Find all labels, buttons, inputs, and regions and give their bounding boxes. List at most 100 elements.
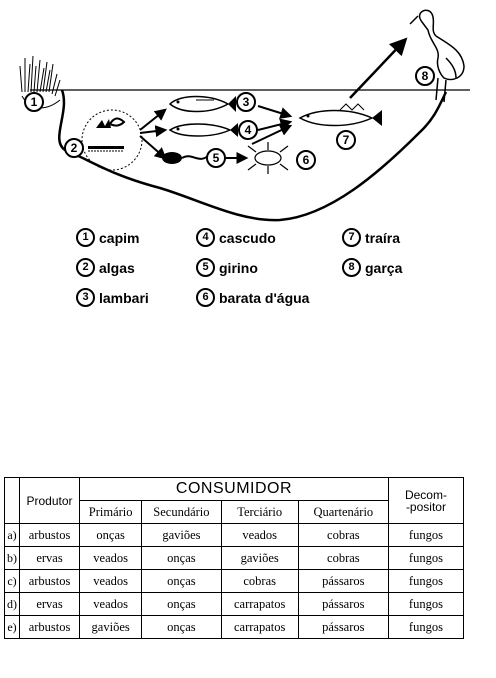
consumer-level-primary: Primário <box>79 500 143 524</box>
water-bug-icon <box>247 142 289 174</box>
svg-text:7: 7 <box>343 133 350 147</box>
table-cell: arbustos <box>18 569 81 593</box>
table-cell: onças <box>141 546 222 570</box>
svg-text:8: 8 <box>422 69 429 83</box>
lambari-fish-icon <box>168 95 236 113</box>
decomposer-header-line2: -positor <box>405 499 446 514</box>
legend-label: traíra <box>365 229 401 246</box>
legend-label: barata d'água <box>219 289 310 306</box>
table-cell: fungos <box>387 615 465 639</box>
svg-text:1: 1 <box>31 95 38 109</box>
table-cell: onças <box>141 569 222 593</box>
marker-2: 2 <box>64 138 84 158</box>
marker-8: 8 <box>415 66 435 86</box>
legend-item-1: 1 capim <box>76 228 139 247</box>
legend-number: 4 <box>196 228 215 247</box>
table-cell: cobras <box>220 569 299 593</box>
illustration-number-markers: 1 2 3 4 5 6 7 8 <box>24 66 435 170</box>
legend-number: 5 <box>196 258 215 277</box>
marker-7: 7 <box>336 130 356 150</box>
table-cell: gaviões <box>141 523 222 547</box>
legend-label: cascudo <box>219 229 276 246</box>
legend-item-6: 6 barata d'água <box>196 288 309 307</box>
food-chain-options-table: Produtor CONSUMIDOR Decom- -positor Prim… <box>4 477 465 639</box>
option-letter: b) <box>4 546 20 570</box>
table-cell: arbustos <box>18 523 81 547</box>
option-letter: a) <box>4 523 20 547</box>
consumer-level-quaternary: Quartenário <box>297 500 389 524</box>
table-cell: arbustos <box>18 615 81 639</box>
table-cell: pássaros <box>297 615 389 639</box>
food-chain-illustration: 1 2 3 4 5 6 7 8 <box>19 9 470 222</box>
svg-text:3: 3 <box>243 95 250 109</box>
food-chain-arrows <box>226 37 408 164</box>
option-letter-header <box>4 477 20 524</box>
marker-5: 5 <box>206 148 226 168</box>
legend-label: algas <box>99 259 135 276</box>
pond-basin <box>58 89 448 222</box>
algae-circle <box>81 109 143 171</box>
legend-item-2: 2 algas <box>76 258 135 277</box>
heron-icon <box>409 9 465 103</box>
consumer-level-tertiary: Terciário <box>220 500 299 524</box>
legend-number: 1 <box>76 228 95 247</box>
svg-text:6: 6 <box>303 153 310 167</box>
legend-number: 6 <box>196 288 215 307</box>
table-cell: onças <box>79 523 143 547</box>
legend-item-8: 8 garça <box>342 258 402 277</box>
legend-item-3: 3 lambari <box>76 288 149 307</box>
table-cell: onças <box>141 615 222 639</box>
legend-number: 2 <box>76 258 95 277</box>
consumer-header: CONSUMIDOR <box>79 477 389 501</box>
table-cell: pássaros <box>297 569 389 593</box>
traira-fish-icon <box>298 103 382 127</box>
legend-label: lambari <box>99 289 149 306</box>
svg-text:5: 5 <box>213 151 220 165</box>
legend-item-7: 7 traíra <box>342 228 400 247</box>
option-letter: c) <box>4 569 20 593</box>
svg-text:4: 4 <box>245 123 252 137</box>
consumer-level-secondary: Secundário <box>141 500 222 524</box>
table-cell: gaviões <box>79 615 143 639</box>
table-cell: pássaros <box>297 592 389 616</box>
table-cell: fungos <box>387 592 465 616</box>
option-letter: e) <box>4 615 20 639</box>
legend-item-4: 4 cascudo <box>196 228 276 247</box>
table-cell: veados <box>79 592 143 616</box>
producer-header: Produtor <box>18 477 81 524</box>
legend-number: 8 <box>342 258 361 277</box>
legend-label: girino <box>219 259 258 276</box>
legend-label: garça <box>365 259 403 276</box>
tadpole-icon <box>162 152 209 164</box>
svg-text:2: 2 <box>71 141 78 155</box>
option-letter: d) <box>4 592 20 616</box>
algae-arrows <box>139 108 168 160</box>
marker-3: 3 <box>236 92 256 112</box>
legend-item-5: 5 girino <box>196 258 258 277</box>
table-cell: gaviões <box>220 546 299 570</box>
marker-1: 1 <box>24 92 44 112</box>
table-cell: onças <box>141 592 222 616</box>
decomposer-header: Decom- -positor <box>387 477 465 524</box>
decomposer-header-line1: Decom- <box>404 487 447 502</box>
legend-label: capim <box>99 229 140 246</box>
table-cell: veados <box>79 569 143 593</box>
table-cell: ervas <box>18 592 81 616</box>
table-cell: carrapatos <box>220 592 299 616</box>
grass-reeds <box>19 55 61 109</box>
table-cell: ervas <box>18 546 81 570</box>
table-cell: cobras <box>297 546 389 570</box>
marker-4: 4 <box>238 120 258 140</box>
table-cell: carrapatos <box>220 615 299 639</box>
legend-number: 3 <box>76 288 95 307</box>
table-cell: cobras <box>297 523 389 547</box>
table-cell: fungos <box>387 546 465 570</box>
table-cell: fungos <box>387 569 465 593</box>
marker-6: 6 <box>296 150 316 170</box>
